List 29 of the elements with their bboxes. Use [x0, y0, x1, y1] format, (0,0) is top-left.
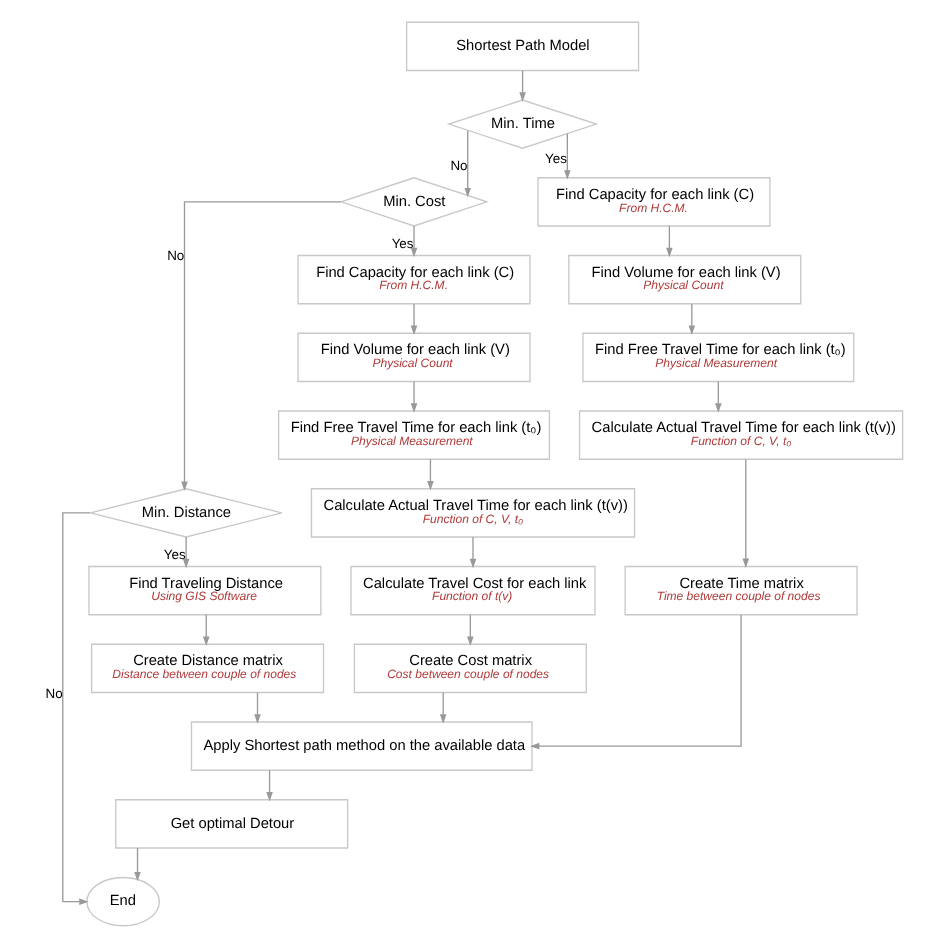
node-box: Get optimal Detour	[115, 799, 349, 849]
arrow	[715, 380, 722, 413]
arrow	[410, 303, 418, 335]
arrow	[469, 536, 477, 569]
arrow	[134, 847, 141, 882]
node-diamond: Min. Cost	[339, 177, 489, 227]
arrow	[439, 691, 447, 724]
arrow	[202, 614, 210, 646]
arrow	[519, 69, 526, 102]
arrow	[666, 225, 673, 258]
arrow	[464, 130, 471, 198]
arrow	[467, 614, 474, 646]
arrow	[410, 380, 418, 413]
arrow	[266, 769, 273, 802]
node-box: Apply Shortest path method on the available data	[190, 721, 533, 771]
node-box: Shortest Path Model	[405, 21, 640, 72]
arrow	[529, 614, 742, 750]
arrow	[410, 225, 418, 258]
arrow	[564, 133, 571, 180]
arrow	[254, 691, 261, 724]
arrow	[62, 512, 91, 905]
arrow	[742, 458, 750, 568]
arrow	[688, 303, 696, 335]
node-diamond: Min. Distance	[89, 488, 283, 538]
node-ellipse: End	[86, 876, 160, 927]
arrow	[182, 536, 190, 569]
arrow	[181, 201, 342, 492]
node-diamond: Min. Time	[446, 99, 599, 149]
arrow	[427, 458, 434, 491]
